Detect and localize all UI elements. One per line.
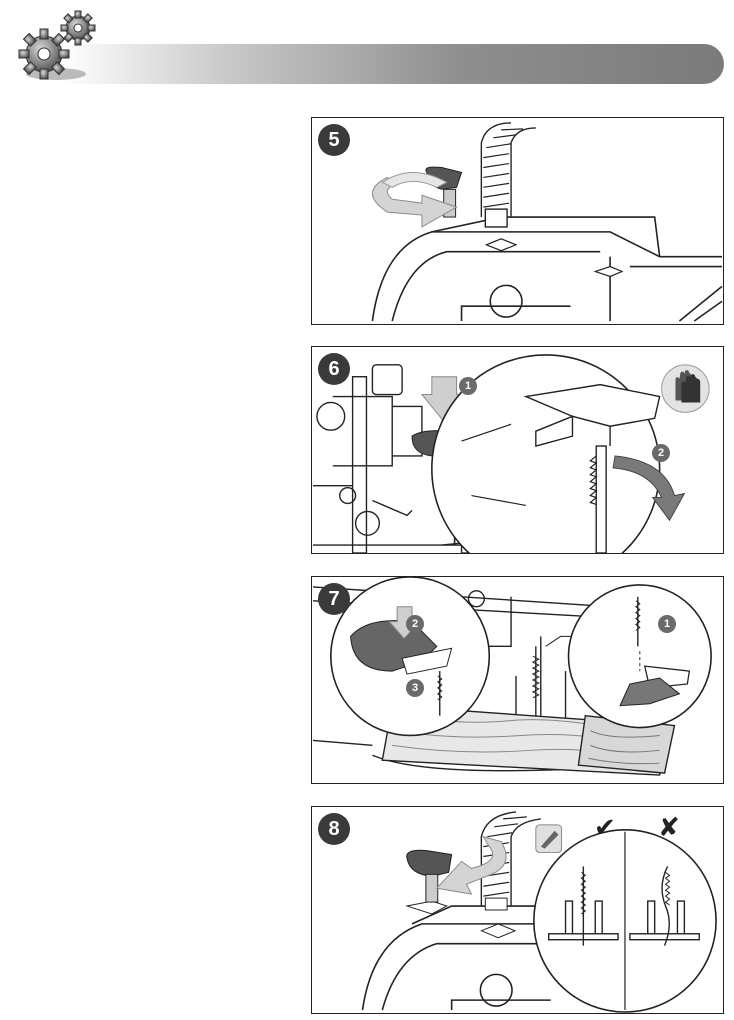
callout-2: 2 [406, 615, 424, 633]
step-8-illustration [361, 811, 717, 1013]
callout-3: 3 [406, 679, 424, 697]
correct-symbol: ✔ [594, 813, 616, 843]
step-number-badge: 8 [318, 813, 350, 845]
step-8-panel: 8 [311, 806, 724, 1014]
callout-1: 1 [658, 615, 676, 633]
step-7-illustration [312, 577, 712, 776]
step-6-illustration [312, 354, 710, 553]
step-5-panel: 5 [311, 117, 724, 325]
wrong-symbol: ✘ [658, 813, 680, 843]
manual-icon [535, 824, 563, 854]
header-bar [60, 44, 724, 84]
step-7-panel: 7 2 3 1 [311, 576, 724, 784]
step-number-badge: 7 [318, 583, 350, 615]
callout-1: 1 [459, 377, 477, 395]
step-number-badge: 5 [318, 124, 350, 156]
safety-gloves-icon [661, 364, 710, 413]
step-5-illustration [371, 122, 723, 322]
step-number-badge: 6 [318, 353, 350, 385]
callout-2: 2 [652, 444, 670, 462]
gears-icon [18, 10, 96, 80]
step-6-panel: 6 [311, 346, 724, 554]
